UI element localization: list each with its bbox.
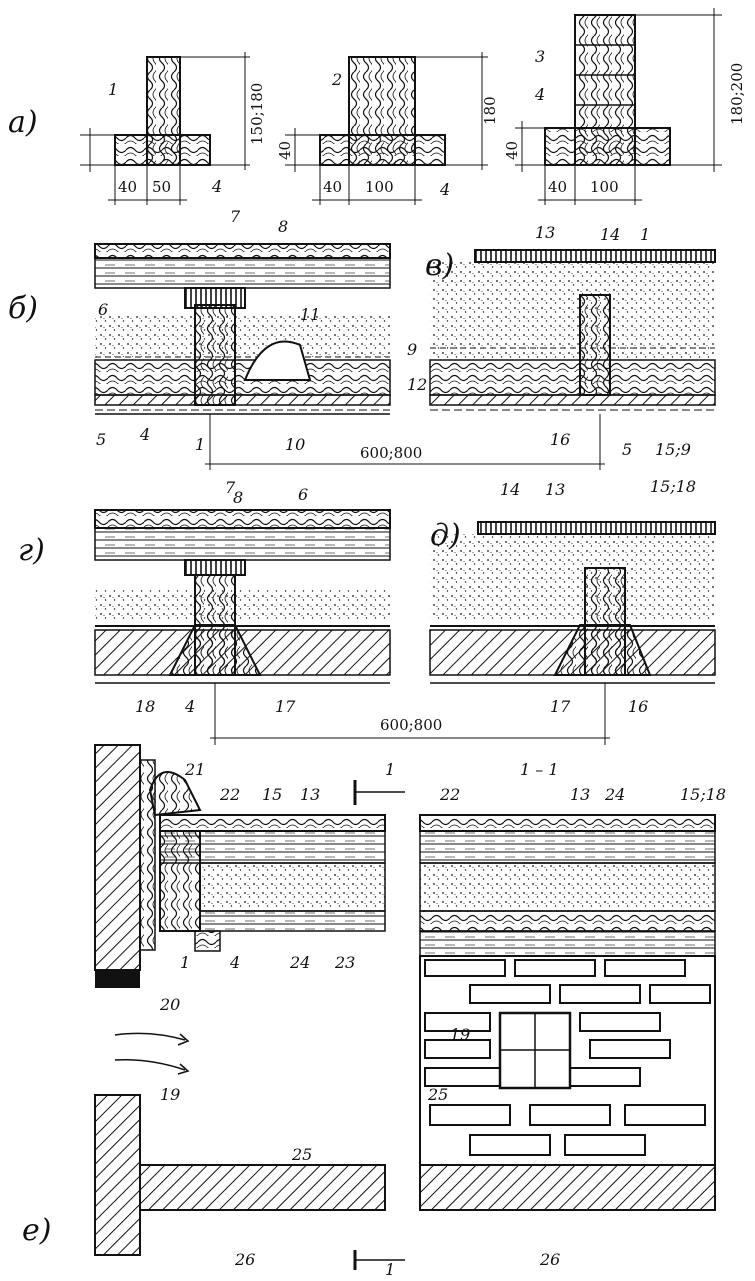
callout-v-1: 1 [640, 225, 650, 244]
dim-a2-left: 40 [323, 178, 342, 196]
callout-s-13: 13 [570, 785, 590, 804]
callout-e-1: 1 [180, 953, 190, 972]
beam-section-1 [80, 52, 250, 205]
callout-e-22: 22 [219, 785, 240, 804]
callout-a3-4: 4 [534, 85, 545, 104]
panel-d: д) 14 13 15;18 17 16 [429, 477, 716, 716]
section-1-1: 1 – 1 22 13 24 15;18 19 25 26 [419, 760, 726, 1269]
callout-e-24: 24 [289, 953, 310, 972]
beam-section-2 [285, 52, 488, 205]
panel-e: е) 1 1 21 22 15 13 1 4 24 [22, 744, 405, 1279]
callout-a2-4: 4 [439, 180, 450, 199]
callout-s-24: 24 [604, 785, 625, 804]
callout-a2-2: 2 [331, 70, 342, 89]
panel-v: в) 13 14 1 16 5 15;9 [425, 223, 716, 459]
callout-b-10: 10 [285, 435, 305, 454]
callout-e-23: 23 [334, 953, 355, 972]
beam-section-3 [515, 8, 722, 205]
dim-a1-right: 50 [152, 178, 171, 196]
callout-d-15-18: 15;18 [650, 477, 696, 496]
callout-b-7: 7 [230, 207, 241, 226]
dim-a2-height: 180 [481, 96, 499, 125]
callout-v-15-9: 15;9 [655, 440, 691, 459]
callout-g-6: 6 [298, 485, 308, 504]
dim-a1-left: 40 [118, 178, 137, 196]
callout-b-6: 6 [98, 300, 108, 319]
callout-s-19: 19 [450, 1025, 470, 1044]
dim-a3-height: 180;200 [728, 63, 746, 125]
callout-e-25: 25 [291, 1145, 312, 1164]
callout-e-4: 4 [229, 953, 240, 972]
callout-d-16: 16 [628, 697, 648, 716]
panel-label-a: а) [8, 105, 38, 140]
callout-e-21: 21 [184, 760, 205, 779]
callout-v-14: 14 [600, 225, 620, 244]
callout-g-17: 17 [275, 697, 296, 716]
dim-a1-height: 150;180 [248, 83, 266, 145]
callout-a1-4: 4 [211, 177, 222, 196]
section-title: 1 – 1 [520, 760, 559, 779]
dim-a2-flange: 40 [276, 141, 294, 160]
panel-b: б) 600;800 7 8 6 11 9 12 5 4 1 10 [8, 207, 605, 470]
callout-b-5: 5 [96, 430, 106, 449]
panel-a: а) 40 50 150;180 1 4 [8, 8, 746, 205]
panel-label-g: г) [18, 533, 45, 568]
panel-label-e: е) [22, 1213, 51, 1248]
dim-span-gd: 600;800 [380, 716, 442, 734]
callout-e-13: 13 [300, 785, 320, 804]
callout-g-7: 7 [225, 478, 236, 497]
dim-a3-left: 40 [548, 178, 567, 196]
callout-e-15: 15 [262, 785, 282, 804]
callout-s-15-18: 15;18 [680, 785, 726, 804]
dim-span-bv: 600;800 [360, 444, 422, 462]
section-mark-bottom: 1 [385, 1260, 395, 1279]
callout-v-16: 16 [550, 430, 570, 449]
callout-b-12: 12 [407, 375, 427, 394]
callout-e-19: 19 [160, 1085, 180, 1104]
callout-a3-3: 3 [535, 47, 545, 66]
callout-e-26: 26 [234, 1250, 255, 1269]
callout-b-11: 11 [300, 305, 320, 324]
callout-b-1: 1 [195, 435, 205, 454]
callout-a1-1: 1 [108, 80, 118, 99]
callout-b-8: 8 [278, 217, 288, 236]
callout-b-9: 9 [407, 340, 417, 359]
callout-v-5: 5 [622, 440, 632, 459]
section-mark-top: 1 [385, 760, 395, 779]
dim-a3-right: 100 [590, 178, 619, 196]
callout-d-14: 14 [500, 480, 520, 499]
callout-g-18: 18 [135, 697, 155, 716]
callout-e-20: 20 [159, 995, 180, 1014]
callout-s-25: 25 [427, 1085, 448, 1104]
callout-b-4: 4 [139, 425, 150, 444]
dim-a3-flange: 40 [503, 141, 521, 160]
panel-g: г) 600;800 7 8 6 18 4 17 [18, 478, 610, 745]
panel-label-b: б) [8, 291, 38, 326]
callout-s-26: 26 [539, 1250, 560, 1269]
callout-d-13: 13 [545, 480, 565, 499]
callout-d-17: 17 [550, 697, 571, 716]
callout-g-4: 4 [184, 697, 195, 716]
callout-s-22: 22 [439, 785, 460, 804]
callout-g-8: 8 [233, 488, 243, 507]
dim-a2-right: 100 [365, 178, 394, 196]
callout-v-13: 13 [535, 223, 555, 242]
